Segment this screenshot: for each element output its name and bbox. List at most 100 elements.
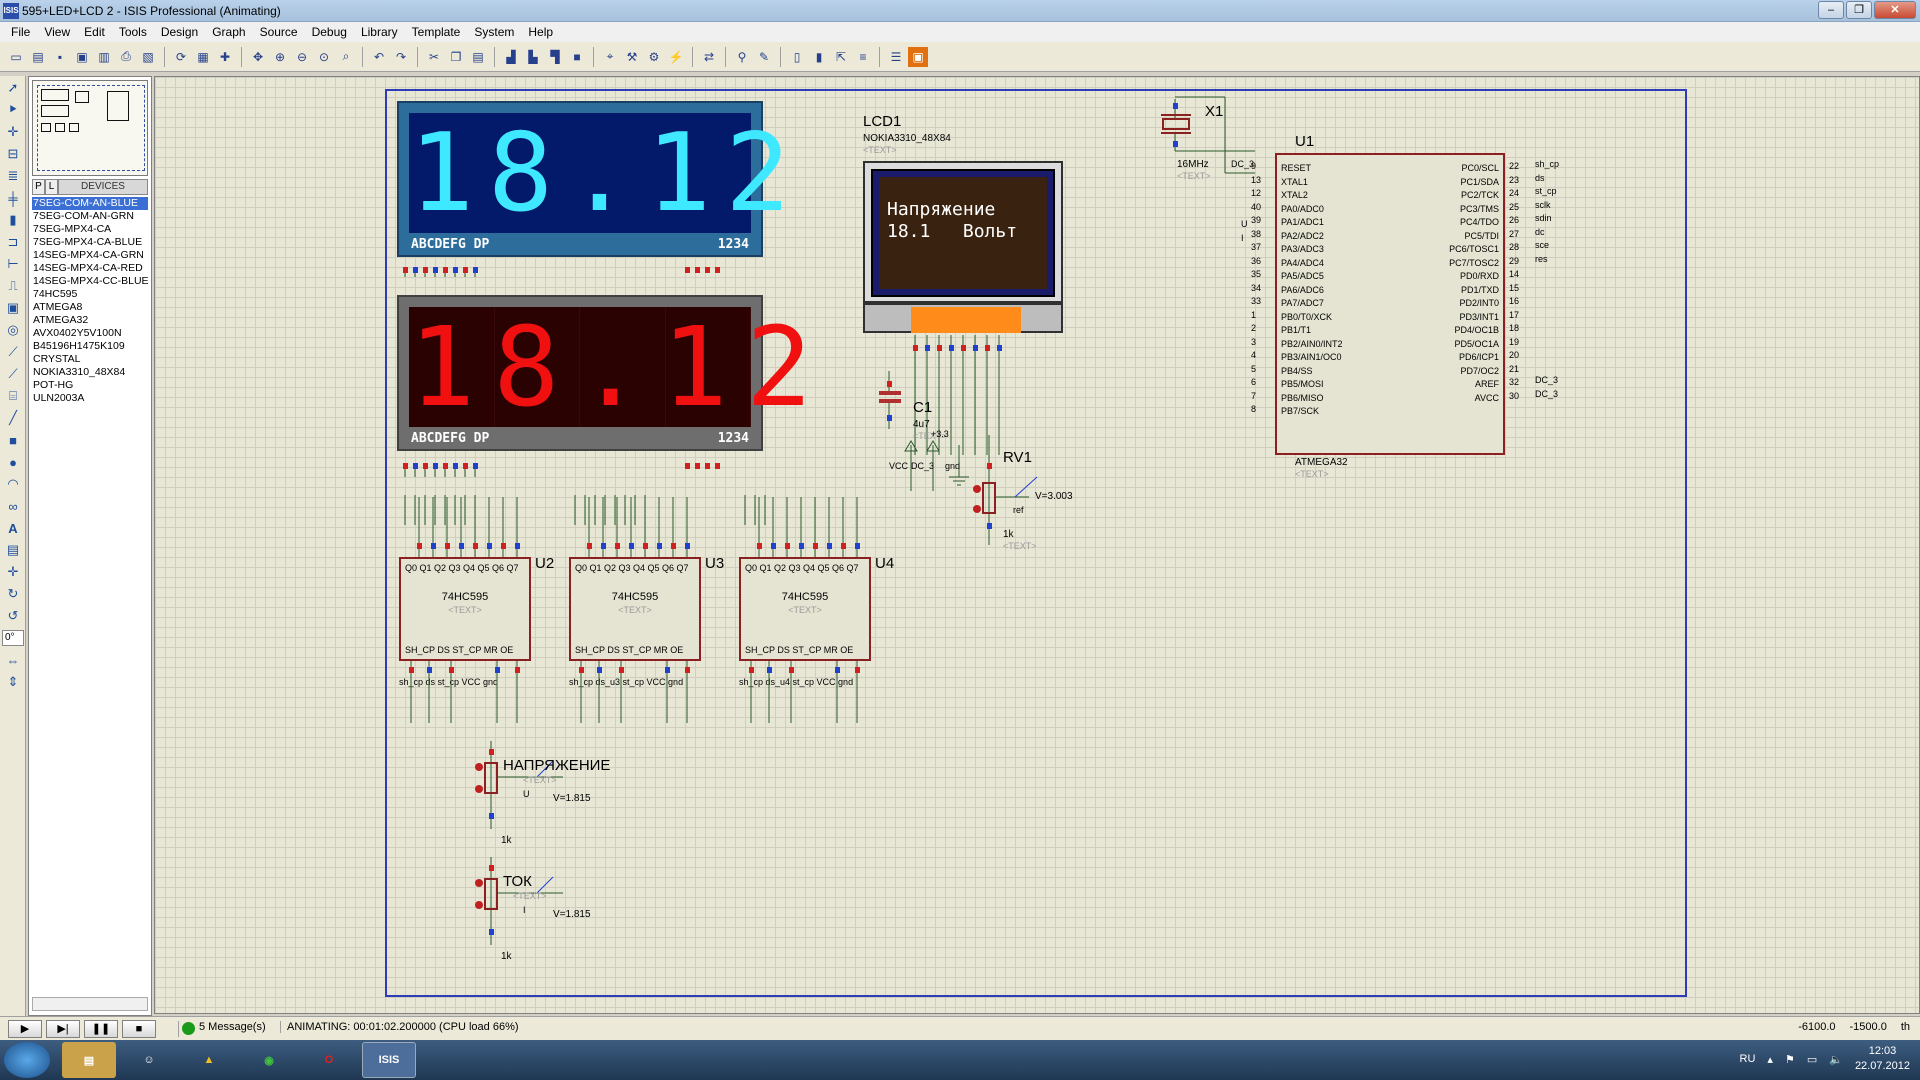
redo-icon[interactable]: ↷ <box>395 49 407 64</box>
device-list-scrollbar[interactable] <box>32 997 148 1011</box>
potentiometer-current[interactable] <box>467 857 587 947</box>
potentiometer-rv1[interactable] <box>955 435 1055 545</box>
print-area-icon[interactable]: ▧ <box>142 49 154 64</box>
undo-icon[interactable]: ↶ <box>373 49 385 64</box>
menu-edit[interactable]: Edit <box>84 25 105 39</box>
terminals-icon[interactable]: ⊐ <box>7 234 19 249</box>
block-delete-icon[interactable]: ■ <box>573 49 581 64</box>
current-probe-icon[interactable]: ⟋ <box>8 366 18 381</box>
seven-seg-display-red[interactable]: 18.12 ABCDEFG DP 1234 <box>397 295 812 451</box>
zoom-out-icon[interactable]: ⊖ <box>296 49 308 64</box>
arc-icon[interactable]: ◠ <box>7 476 19 491</box>
circle-icon[interactable]: ● <box>9 454 17 470</box>
block-copy-icon[interactable]: ▟ <box>506 49 516 64</box>
device-list-item[interactable]: 7SEG-MPX4-CA-BLUE <box>33 236 143 248</box>
wire-label-icon[interactable]: ⊟ <box>7 146 19 161</box>
text-script-icon[interactable]: ≣ <box>7 168 19 183</box>
virtual-instruments-icon[interactable]: ⌸ <box>9 388 17 403</box>
action-center-flag-icon[interactable]: ⚑ <box>1784 1053 1795 1066</box>
device-list-item[interactable]: 7SEG-COM-AN-GRN <box>33 210 134 222</box>
aimp-taskbar-icon[interactable]: ▲ <box>203 1054 215 1066</box>
play-button[interactable]: ▶ <box>8 1020 42 1038</box>
device-list-item[interactable]: B45196H1475K109 <box>33 340 125 352</box>
copy-icon[interactable]: ❐ <box>450 49 462 64</box>
print-icon[interactable]: ⎙ <box>121 49 131 63</box>
remove-sheet-icon[interactable]: ▮ <box>815 49 823 64</box>
device-list-item[interactable]: 14SEG-MPX4-CA-RED <box>33 262 143 274</box>
import-icon[interactable]: ▣ <box>76 49 88 64</box>
capacitor-c1[interactable] <box>877 371 907 431</box>
junction-dot-icon[interactable]: ✛ <box>7 124 19 139</box>
device-list-item[interactable]: ULN2003A <box>33 392 85 404</box>
new-file-icon[interactable]: ▭ <box>10 49 22 64</box>
exit-parent-icon[interactable]: ⇱ <box>835 49 847 64</box>
paste-icon[interactable]: ▤ <box>472 49 484 64</box>
rotation-angle-field[interactable]: 0° <box>2 630 24 646</box>
device-list-item[interactable]: ATMEGA32 <box>33 314 89 326</box>
menu-tools[interactable]: Tools <box>118 25 147 39</box>
packaging-icon[interactable]: ⚙ <box>648 49 660 64</box>
start-button[interactable] <box>4 1042 50 1078</box>
zoom-in-icon[interactable]: ⊕ <box>274 49 286 64</box>
selection-mode-icon[interactable]: ➚ <box>7 80 19 95</box>
minimize-button[interactable]: – <box>1818 1 1844 19</box>
bus-icon[interactable]: ╪ <box>8 190 18 206</box>
device-list-item[interactable]: 7SEG-COM-AN-BLUE <box>32 197 148 210</box>
zoom-area-icon[interactable]: ⌕ <box>342 49 350 63</box>
mirror-y-icon[interactable]: ⇕ <box>7 674 19 689</box>
tape-recorder-icon[interactable]: ▣ <box>6 300 20 315</box>
text-icon[interactable]: A <box>8 520 18 536</box>
library-manager-tab[interactable]: L <box>45 179 58 195</box>
graph-icon[interactable]: ⎍ <box>8 278 18 293</box>
open-folder-icon[interactable]: ▤ <box>32 49 44 64</box>
make-device-icon[interactable]: ⚒ <box>626 49 638 64</box>
menu-system[interactable]: System <box>474 25 515 39</box>
search-tag-icon[interactable]: ⚲ <box>737 49 747 64</box>
new-sheet-icon[interactable]: ▯ <box>793 49 801 64</box>
overview-window[interactable] <box>32 80 148 176</box>
network-icon[interactable]: ▭ <box>1806 1053 1818 1066</box>
mirror-x-icon[interactable]: ⇔ <box>6 652 20 668</box>
menu-design[interactable]: Design <box>160 25 199 39</box>
bom-icon[interactable]: ≡ <box>859 49 867 64</box>
box-icon[interactable]: ■ <box>9 432 17 448</box>
seven-seg-display-blue[interactable]: 18.12 ABCDEFG DP 1234 <box>397 101 790 257</box>
schematic-canvas[interactable]: 18.12 ABCDEFG DP 1234 18.12 ABCDEFG DP 1… <box>154 76 1920 1014</box>
menu-debug[interactable]: Debug <box>311 25 347 39</box>
device-list-item[interactable]: ATMEGA8 <box>33 301 83 313</box>
wire-autorouter-icon[interactable]: ⇄ <box>703 49 715 64</box>
menu-library[interactable]: Library <box>360 25 398 39</box>
origin-icon[interactable]: ✚ <box>219 49 231 64</box>
clock[interactable]: 12:03 22.07.2012 <box>1855 1044 1910 1074</box>
decompose-icon[interactable]: ⚡ <box>668 49 684 64</box>
menu-graph[interactable]: Graph <box>212 25 246 39</box>
explorer-taskbar-icon[interactable]: ▤ <box>62 1042 116 1078</box>
voltage-probe-icon[interactable]: ⟋ <box>8 344 18 359</box>
save-icon[interactable]: ▪ <box>57 49 63 64</box>
cut-icon[interactable]: ✂ <box>428 49 440 64</box>
device-list-item[interactable]: 14SEG-MPX4-CA-GRN <box>33 249 144 261</box>
device-list-item[interactable]: CRYSTAL <box>33 353 81 365</box>
component-mode-icon[interactable]: ⯈ <box>7 102 19 117</box>
maximize-button[interactable]: ❐ <box>1846 1 1872 19</box>
menu-help[interactable]: Help <box>528 25 554 39</box>
opera-taskbar-icon[interactable]: O <box>324 1054 334 1066</box>
line-icon[interactable]: ╱ <box>9 410 17 425</box>
grid-icon[interactable]: ▦ <box>197 49 209 64</box>
block-rotate-icon[interactable]: ▜ <box>550 49 560 64</box>
menu-view[interactable]: View <box>44 25 71 39</box>
menu-source[interactable]: Source <box>259 25 298 39</box>
volume-icon[interactable]: 🔈 <box>1829 1053 1843 1066</box>
pan-icon[interactable]: ✥ <box>252 49 264 64</box>
property-tool-icon[interactable]: ✎ <box>758 49 770 64</box>
message-count[interactable]: 5 Message(s) <box>178 1021 266 1037</box>
export-icon[interactable]: ▥ <box>98 49 110 64</box>
rotate-cw-icon[interactable]: ↻ <box>7 586 19 601</box>
pick-devices-tab[interactable]: P <box>32 179 45 195</box>
pause-button[interactable]: ❚❚ <box>84 1020 118 1038</box>
pick-device-icon[interactable]: ⌖ <box>606 49 614 63</box>
pidgin-taskbar-icon[interactable]: ☺ <box>143 1054 155 1066</box>
device-list-item[interactable]: 7SEG-MPX4-CA <box>33 223 112 235</box>
